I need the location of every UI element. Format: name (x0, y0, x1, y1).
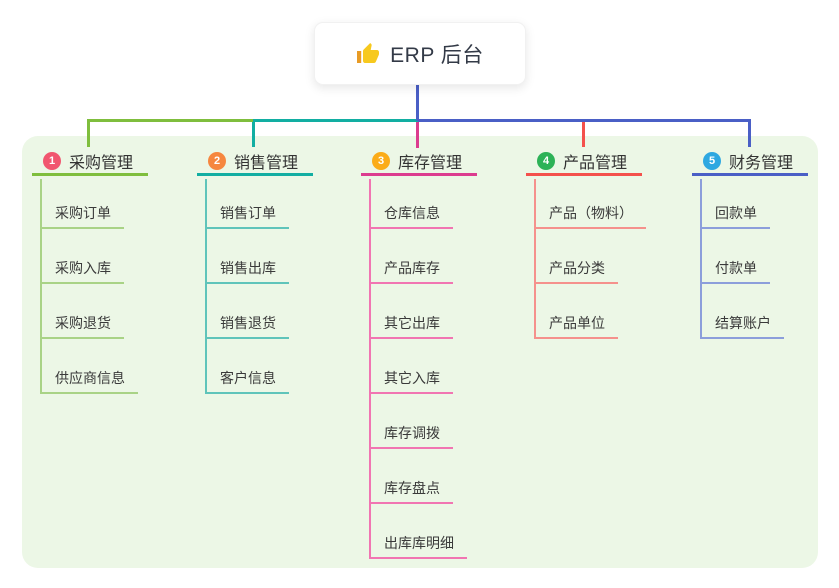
branch-title: 销售管理 (234, 154, 299, 172)
root-node-erp[interactable]: ERP 后台 (314, 22, 526, 85)
mindmap-item[interactable]: 产品库存 (369, 229, 453, 284)
item-label: 其它入库 (384, 370, 440, 386)
mindmap-item[interactable]: 产品单位 (534, 284, 618, 339)
mindmap-item[interactable]: 库存盘点 (369, 449, 453, 504)
mindmap-item[interactable]: 仓库信息 (369, 174, 453, 229)
item-label: 结算账户 (715, 315, 771, 331)
branch-title: 采购管理 (69, 154, 134, 172)
item-label: 库存调拨 (384, 425, 440, 441)
item-label: 其它出库 (384, 315, 440, 331)
branch-number-badge: 1 (43, 151, 61, 170)
branch-heading-product[interactable]: 4 产品管理 (526, 148, 642, 176)
branch-items-line-inventory (369, 179, 371, 559)
mindmap-item[interactable]: 销售出库 (205, 229, 289, 284)
mindmap-item[interactable]: 采购订单 (40, 174, 124, 229)
item-label: 回款单 (715, 205, 757, 221)
mindmap-item[interactable]: 回款单 (700, 174, 770, 229)
branch-items-line-sales (205, 179, 207, 394)
item-label: 产品库存 (384, 260, 440, 276)
item-label: 销售退货 (220, 315, 276, 331)
item-label: 销售出库 (220, 260, 276, 276)
item-label: 客户信息 (220, 370, 276, 386)
item-label: 采购退货 (55, 315, 111, 331)
item-label: 产品单位 (549, 315, 605, 331)
branch-items-inventory: 仓库信息 产品库存 其它出库 其它入库 库存调拨 库存盘点 出库库明细 (369, 174, 467, 559)
branch-title: 财务管理 (729, 154, 794, 172)
branch-items-finance: 回款单 付款单 结算账户 (700, 174, 784, 339)
mindmap-item[interactable]: 出库库明细 (369, 504, 467, 559)
mindmap-item[interactable]: 产品（物料） (534, 174, 646, 229)
item-label: 仓库信息 (384, 205, 440, 221)
mindmap-item[interactable]: 结算账户 (700, 284, 784, 339)
item-label: 采购入库 (55, 260, 111, 276)
item-label: 出库库明细 (384, 535, 454, 551)
item-label: 采购订单 (55, 205, 111, 221)
mindmap-item[interactable]: 采购退货 (40, 284, 124, 339)
branch-items-line-product (534, 179, 536, 339)
mindmap-item[interactable]: 库存调拨 (369, 394, 453, 449)
connector-drop-inventory (416, 120, 419, 148)
mindmap-item[interactable]: 客户信息 (205, 339, 289, 394)
mindmap-item[interactable]: 销售退货 (205, 284, 289, 339)
branch-items-line-purchase (40, 179, 42, 394)
branch-title: 产品管理 (563, 154, 628, 172)
item-label: 供应商信息 (55, 370, 125, 386)
root-title: ERP 后台 (390, 43, 484, 67)
connector-drop-finance (748, 120, 751, 147)
mindmap-item[interactable]: 产品分类 (534, 229, 618, 284)
mindmap-item[interactable]: 销售订单 (205, 174, 289, 229)
item-label: 产品分类 (549, 260, 605, 276)
item-label: 产品（物料） (549, 205, 633, 221)
branch-title: 库存管理 (398, 154, 463, 172)
connector-root-line (416, 83, 419, 121)
branch-items-purchase: 采购订单 采购入库 采购退货 供应商信息 (40, 174, 138, 394)
connector-drop-product (582, 120, 585, 147)
branch-heading-finance[interactable]: 5 财务管理 (692, 148, 808, 176)
mindmap-item[interactable]: 付款单 (700, 229, 770, 284)
branch-items-product: 产品（物料） 产品分类 产品单位 (534, 174, 646, 339)
branch-number-badge: 5 (703, 151, 721, 170)
branch-heading-sales[interactable]: 2 销售管理 (197, 148, 313, 176)
mindmap-item[interactable]: 供应商信息 (40, 339, 138, 394)
connector-drop-sales (252, 120, 255, 147)
branch-items-line-finance (700, 179, 702, 339)
branch-group-panel (22, 136, 818, 568)
item-label: 销售订单 (220, 205, 276, 221)
item-label: 付款单 (715, 260, 757, 276)
mindmap-item[interactable]: 采购入库 (40, 229, 124, 284)
branch-number-badge: 2 (208, 151, 226, 170)
branch-number-badge: 3 (372, 151, 390, 170)
connector-bus-right-blue (418, 119, 751, 122)
connector-bus-left-green (87, 119, 253, 122)
mindmap-item[interactable]: 其它入库 (369, 339, 453, 394)
item-label: 库存盘点 (384, 480, 440, 496)
branch-number-badge: 4 (537, 151, 555, 170)
branch-heading-purchase[interactable]: 1 采购管理 (32, 148, 148, 176)
thumbs-up-icon (356, 42, 380, 66)
connector-drop-purchase (87, 120, 90, 147)
branch-heading-inventory[interactable]: 3 库存管理 (361, 148, 477, 176)
connector-bus-mid-teal (253, 119, 418, 122)
mindmap-item[interactable]: 其它出库 (369, 284, 453, 339)
branch-items-sales: 销售订单 销售出库 销售退货 客户信息 (205, 174, 289, 394)
